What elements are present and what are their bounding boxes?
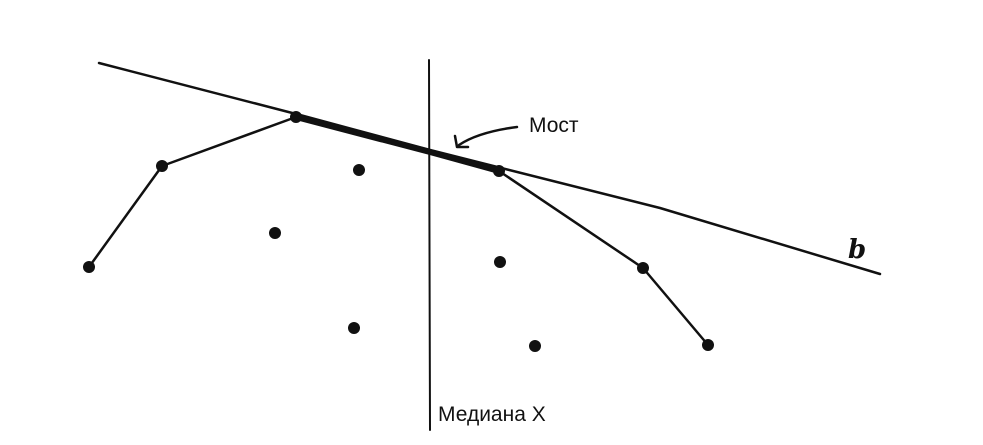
point-interior-3 <box>348 322 360 334</box>
point-right-2 <box>637 262 649 274</box>
point-left-2 <box>156 160 168 172</box>
point-right-1 <box>493 165 505 177</box>
median-line <box>428 59 431 431</box>
bridge-arrowhead <box>453 134 470 149</box>
point-interior-1 <box>353 164 365 176</box>
bridge-label: Мост <box>529 114 579 137</box>
point-interior-2 <box>269 227 281 239</box>
point-right-3 <box>702 339 714 351</box>
point-interior-5 <box>529 340 541 352</box>
point-left-3 <box>290 111 302 123</box>
bridge-segment <box>293 114 502 174</box>
right-hull-chain <box>497 169 710 347</box>
tangent-line-label: b <box>848 235 867 265</box>
bridge-arrow <box>457 125 519 147</box>
left-hull-chain <box>87 115 298 269</box>
point-left-1 <box>83 261 95 273</box>
median-label: Медиана X <box>438 403 546 426</box>
point-interior-4 <box>494 256 506 268</box>
